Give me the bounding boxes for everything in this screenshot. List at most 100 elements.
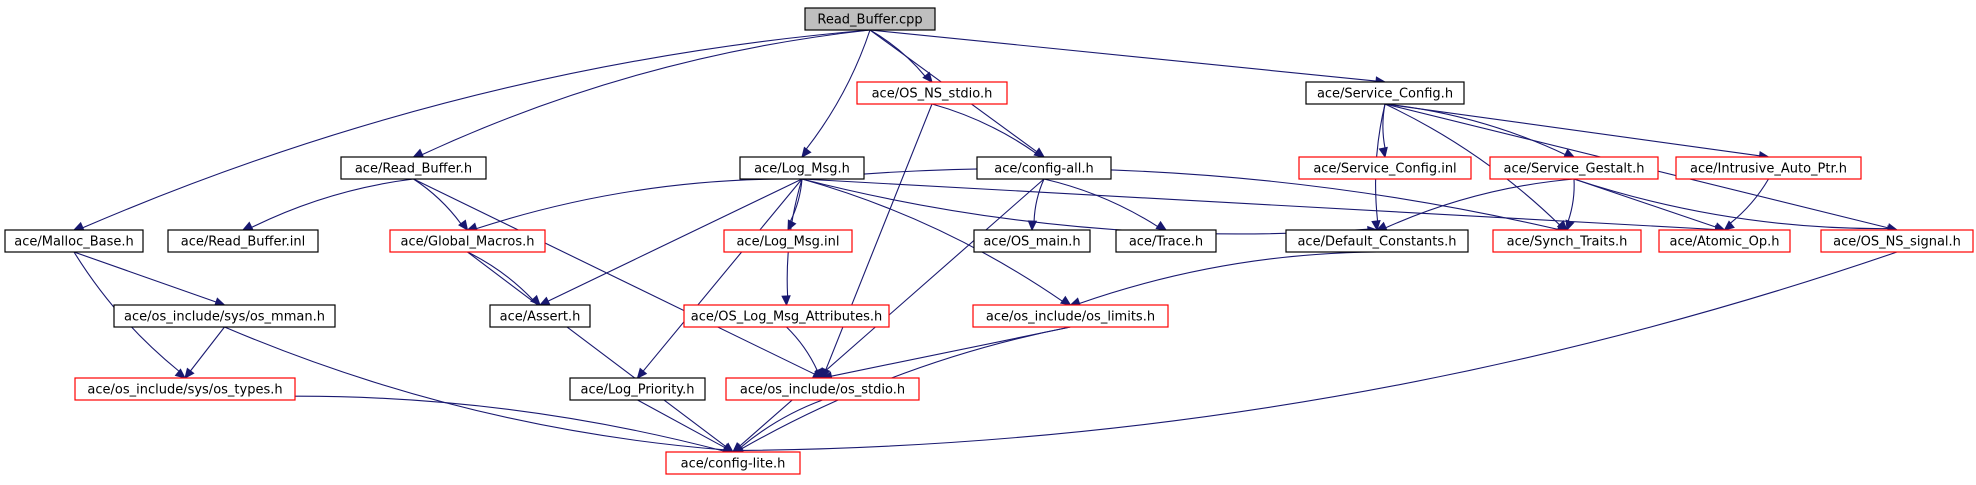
node-intrusive[interactable]: ace/Intrusive_Auto_Ptr.h [1675,156,1862,180]
edge-line [805,29,871,150]
edge-config_all-to-os_main [1027,178,1045,232]
arrowhead-icon [538,296,551,306]
node-box [1489,156,1659,180]
arrowhead-icon [1155,220,1168,231]
node-label: Read_Buffer.cpp [817,13,922,28]
edge-log_msg-to-default_constants [801,178,1379,236]
edge-line [1033,178,1045,222]
node-malloc-base[interactable]: ace/Malloc_Base.h [4,229,144,253]
arrowhead-icon [412,148,425,158]
node-log-msg[interactable]: ace/Log_Msg.h [739,156,865,180]
node-label: ace/os_include/sys/os_types.h [87,383,282,398]
edge-line [1043,178,1158,227]
edge-service_gestalt-to-default_constants [1375,178,1575,231]
arrowhead-icon [1378,146,1388,159]
node-trace[interactable]: ace/Trace.h [1115,229,1217,253]
edge-line [190,326,225,372]
node-box [569,377,706,401]
edge-line [642,178,803,372]
node-log-msg-attr[interactable]: ace/OS_Log_Msg_Attributes.h [683,304,890,328]
edge-line [801,178,1369,235]
edge-line [739,178,1045,447]
node-label: ace/Read_Buffer.h [355,162,472,177]
node-config-all[interactable]: ace/config-all.h [976,156,1112,180]
edge-os_stdio-to-config_lite [732,399,823,453]
node-os-mman[interactable]: ace/os_include/sys/os_mman.h [113,304,336,328]
edge-line [73,251,217,303]
node-ns-stdio[interactable]: ace/OS_NS_stdio.h [856,81,1008,105]
node-ns-signal[interactable]: ace/OS_NS_signal.h [1820,229,1974,253]
node-log-priority[interactable]: ace/Log_Priority.h [569,377,706,401]
edge-log_msg_attr-to-os_stdio [786,326,824,380]
node-box [389,229,546,253]
edge-service_gestalt-to-ns_signal [1573,178,1899,235]
node-box [1298,156,1472,180]
node-label: ace/Service_Config.h [1317,87,1453,102]
edge-line [1384,103,1560,226]
edge-line [1384,103,1760,157]
node-assert[interactable]: ace/Assert.h [489,304,591,328]
node-label: ace/Trace.h [1129,235,1203,250]
node-os-main[interactable]: ace/OS_main.h [973,229,1091,253]
edge-line [224,326,725,451]
node-os-limits[interactable]: ace/os_include/os_limits.h [972,304,1169,328]
edge-line [740,399,823,448]
edge-read_buffer_h-to-read_buffer_inl [241,178,414,231]
arrowhead-icon [184,367,195,379]
arrowhead-icon [1723,220,1735,231]
node-read-buffer-inl[interactable]: ace/Read_Buffer.inl [167,229,319,253]
arrowhead-icon [732,442,744,453]
node-box [723,229,853,253]
edge-intrusive-to-atomic_op [1723,178,1769,231]
node-label: ace/Service_Config.inl [1313,162,1456,177]
node-service-gestalt[interactable]: ace/Service_Gestalt.h [1489,156,1659,180]
edge-line [413,178,815,375]
node-label: ace/Assert.h [500,310,581,325]
nodes-layer: Read_Buffer.cpp ace/OS_NS_stdio.h ace/Serv… [4,7,1974,475]
edge-os_types-to-config_lite [184,395,735,455]
edge-line [801,178,1716,231]
edge-root-to-ns_stdio [869,29,933,83]
edge-line [413,178,462,225]
node-box [665,451,801,475]
edge-log_msg-to-log_priority [636,178,803,379]
node-label: ace/Log_Msg.h [754,162,850,177]
node-default-constants[interactable]: ace/Default_Constants.h [1285,229,1469,253]
edge-log_msg-to-os_limits [801,178,1072,306]
edge-line [1730,178,1769,224]
edge-malloc_base-to-os_mman [73,251,226,307]
arrowhead-icon [1027,220,1038,232]
edge-line [476,178,803,230]
arrowhead-icon [1371,220,1381,232]
node-os-stdio[interactable]: ace/os_include/os_stdio.h [725,377,920,401]
edge-line [741,326,1071,450]
arrowhead-icon [814,367,824,380]
node-box [1820,229,1974,253]
node-label: ace/Global_Macros.h [401,235,535,250]
node-box [4,229,144,253]
node-box [1658,229,1791,253]
edge-line [869,29,1377,82]
node-label: ace/Synch_Traits.h [1507,235,1628,250]
node-os-types[interactable]: ace/os_include/sys/os_types.h [74,377,296,401]
arrowhead-icon [922,71,933,83]
node-box [972,304,1169,328]
node-atomic-op[interactable]: ace/Atomic_Op.h [1658,229,1791,253]
node-log-msg-inl[interactable]: ace/Log_Msg.inl [723,229,853,253]
edge-line [467,251,534,301]
node-read-buffer-h[interactable]: ace/Read_Buffer.h [340,156,487,180]
node-global-macros[interactable]: ace/Global_Macros.h [389,229,546,253]
edge-line [637,399,726,449]
node-label: ace/Log_Priority.h [581,383,695,398]
node-label: ace/Default_Constants.h [1297,235,1456,250]
edge-line [1385,178,1575,229]
node-box [74,377,296,401]
node-synch-traits[interactable]: ace/Synch_Traits.h [1492,229,1642,253]
node-service-config[interactable]: ace/Service_Config.h [1305,81,1465,105]
arrowhead-icon [174,368,186,379]
node-box [976,156,1112,180]
node-service-config-inl[interactable]: ace/Service_Config.inl [1298,156,1472,180]
node-config-lite[interactable]: ace/config-lite.h [665,451,801,475]
node-box [489,304,591,328]
